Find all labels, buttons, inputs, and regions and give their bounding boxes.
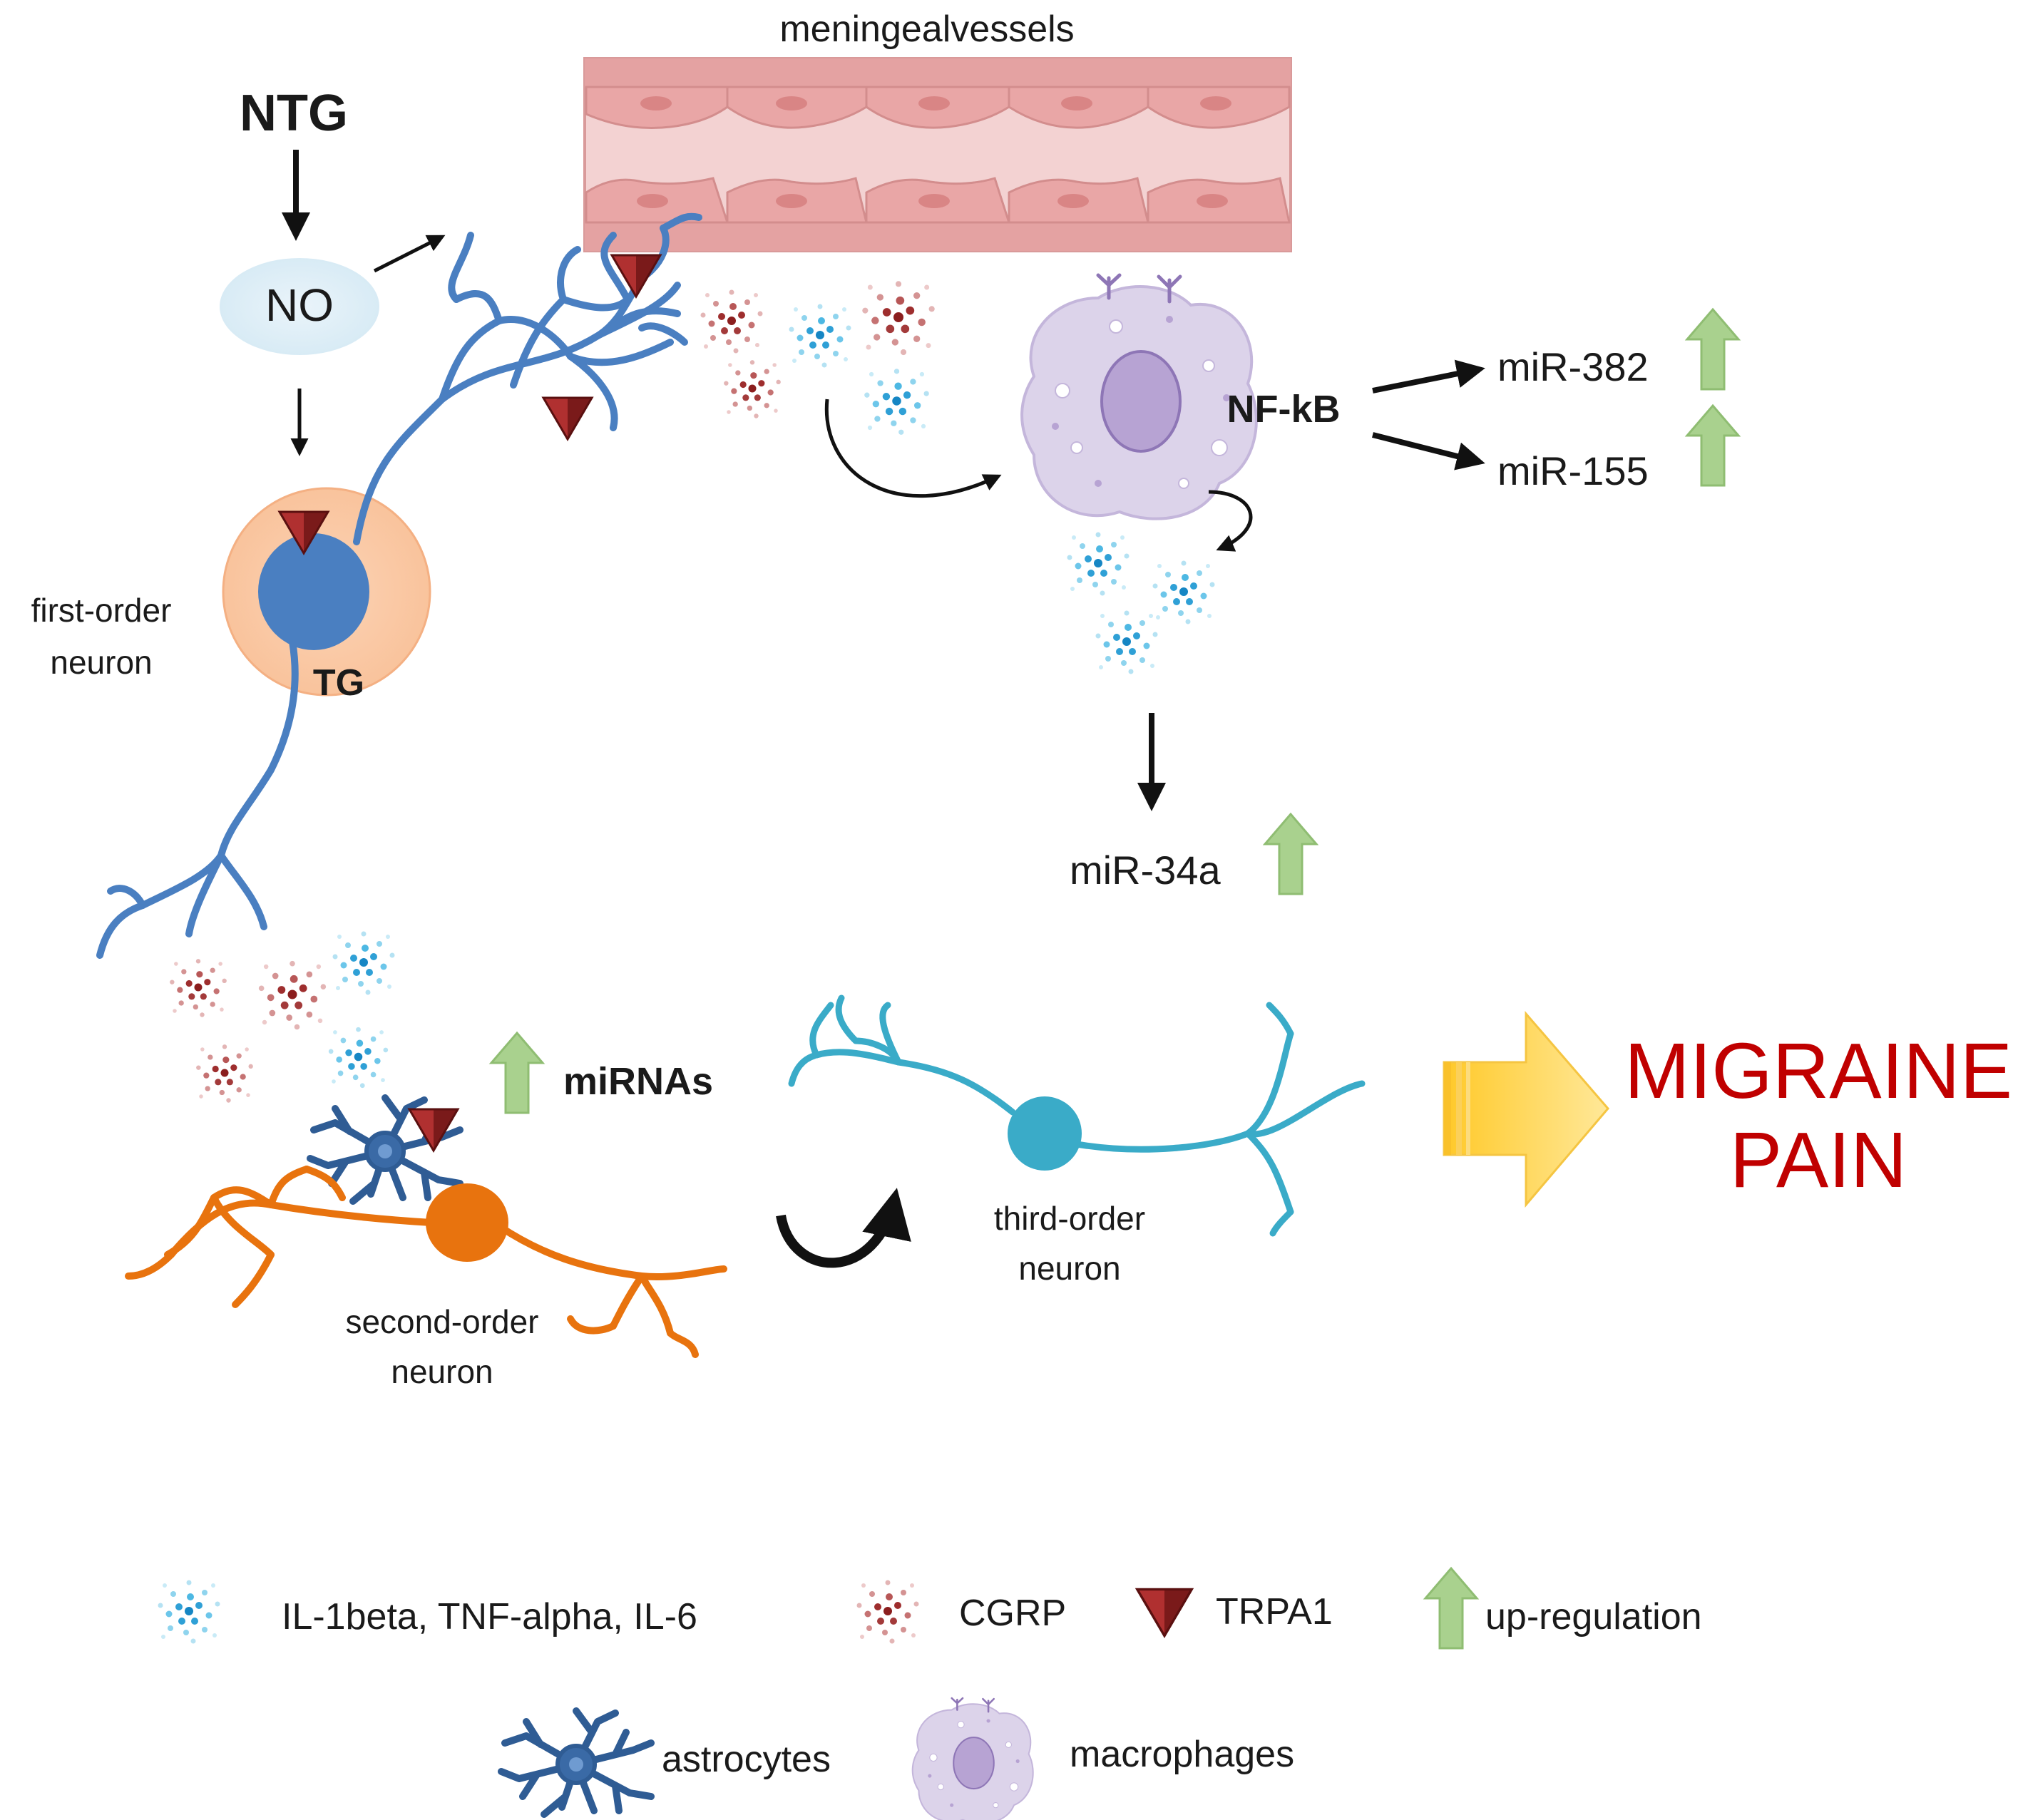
nfkb-to-mir155-arrow — [1372, 432, 1485, 471]
second-order-label-line2: neuron — [391, 1353, 493, 1390]
mirnas-label: miRNAs — [563, 1060, 713, 1103]
second-order-label: second-order — [345, 1303, 538, 1340]
pain-label: PAIN — [1730, 1116, 1907, 1204]
cgrp-cluster — [196, 1044, 253, 1103]
meningeal-vessel — [583, 57, 1292, 252]
legend-astrocytes-label: astrocytes — [662, 1739, 831, 1780]
mir34a-label: miR-34a — [1070, 848, 1221, 893]
nfkb-label: NF-kB — [1227, 388, 1341, 431]
third-order-neuron — [788, 994, 1366, 1237]
cgrp-cluster — [258, 960, 327, 1030]
first-order-label: first-order — [31, 592, 172, 629]
legend-cytokines-label: IL-1beta, TNF-alpha, IL-6 — [282, 1596, 697, 1638]
legend-cgrp-label: CGRP — [959, 1593, 1066, 1634]
mir382-label: miR-382 — [1497, 344, 1649, 389]
no-bubble — [220, 258, 379, 355]
cgrp-cluster — [862, 281, 935, 356]
legend-upregulation-icon — [1424, 1567, 1478, 1650]
cytokine-cluster — [789, 304, 851, 368]
cytokine-cluster — [1152, 560, 1215, 624]
ntg-label: NTG — [240, 85, 348, 142]
upregulation-arrow-mirnas — [490, 1032, 544, 1114]
first-order-neuron — [96, 212, 702, 959]
migraine-pain-arrow — [1443, 1010, 1609, 1208]
cytokine-cluster — [1067, 532, 1130, 596]
cgrp-cluster — [724, 360, 781, 418]
legend-upregulation-label: up-regulation — [1485, 1596, 1702, 1638]
legend-trpa1-label: TRPA1 — [1216, 1591, 1333, 1633]
third-order-label-line2: neuron — [1018, 1250, 1120, 1287]
legend-cytokine-icon — [158, 1580, 220, 1644]
cgrp-cluster — [170, 959, 227, 1017]
cytokine-cluster — [1095, 610, 1158, 674]
legend-cgrp-icon — [856, 1580, 919, 1644]
no-to-vessel-arrow — [373, 235, 446, 273]
legend-trpa1-icon — [1136, 1588, 1193, 1638]
second-order-neuron-soma — [426, 1183, 508, 1262]
mir155-label: miR-155 — [1497, 448, 1649, 493]
cytokine-cluster — [864, 369, 929, 435]
legend-astrocyte-icon — [501, 1711, 651, 1814]
cgrp-cluster — [700, 289, 763, 354]
nfkb-to-mir382-arrow — [1372, 359, 1485, 394]
third-order-neuron-soma — [1008, 1096, 1082, 1171]
first-order-label-line2: neuron — [50, 644, 152, 681]
second-order-neuron — [125, 1166, 727, 1358]
upregulation-arrow-mir34a — [1264, 813, 1318, 895]
upregulation-arrow-mir155 — [1686, 404, 1740, 487]
trpa1-receptor-vessel-2 — [542, 396, 593, 441]
meningeal-vessels-label: meningealvessels — [779, 9, 1074, 50]
tg-label: TG — [313, 662, 364, 704]
legend: IL-1beta, TNF-alpha, IL-6 CGRP TRPA1 up-… — [158, 1567, 1702, 1820]
macrophage-release-arrow — [1208, 490, 1253, 552]
legend-macrophage-icon — [911, 1697, 1034, 1820]
upregulation-arrow-mir382 — [1686, 308, 1740, 391]
cytokine-cluster — [328, 1027, 389, 1089]
second-to-third-arrow — [776, 1188, 911, 1268]
no-label: NO — [265, 279, 334, 331]
legend-macrophages-label: macrophages — [1070, 1734, 1294, 1775]
first-order-neuron-soma — [258, 533, 369, 650]
cytokine-cluster — [332, 931, 395, 995]
curved-arrow-to-macrophage — [824, 399, 1002, 498]
macrophage — [1022, 275, 1256, 519]
third-order-label: third-order — [994, 1200, 1145, 1237]
migraine-label: MIGRAINE — [1624, 1027, 2012, 1115]
